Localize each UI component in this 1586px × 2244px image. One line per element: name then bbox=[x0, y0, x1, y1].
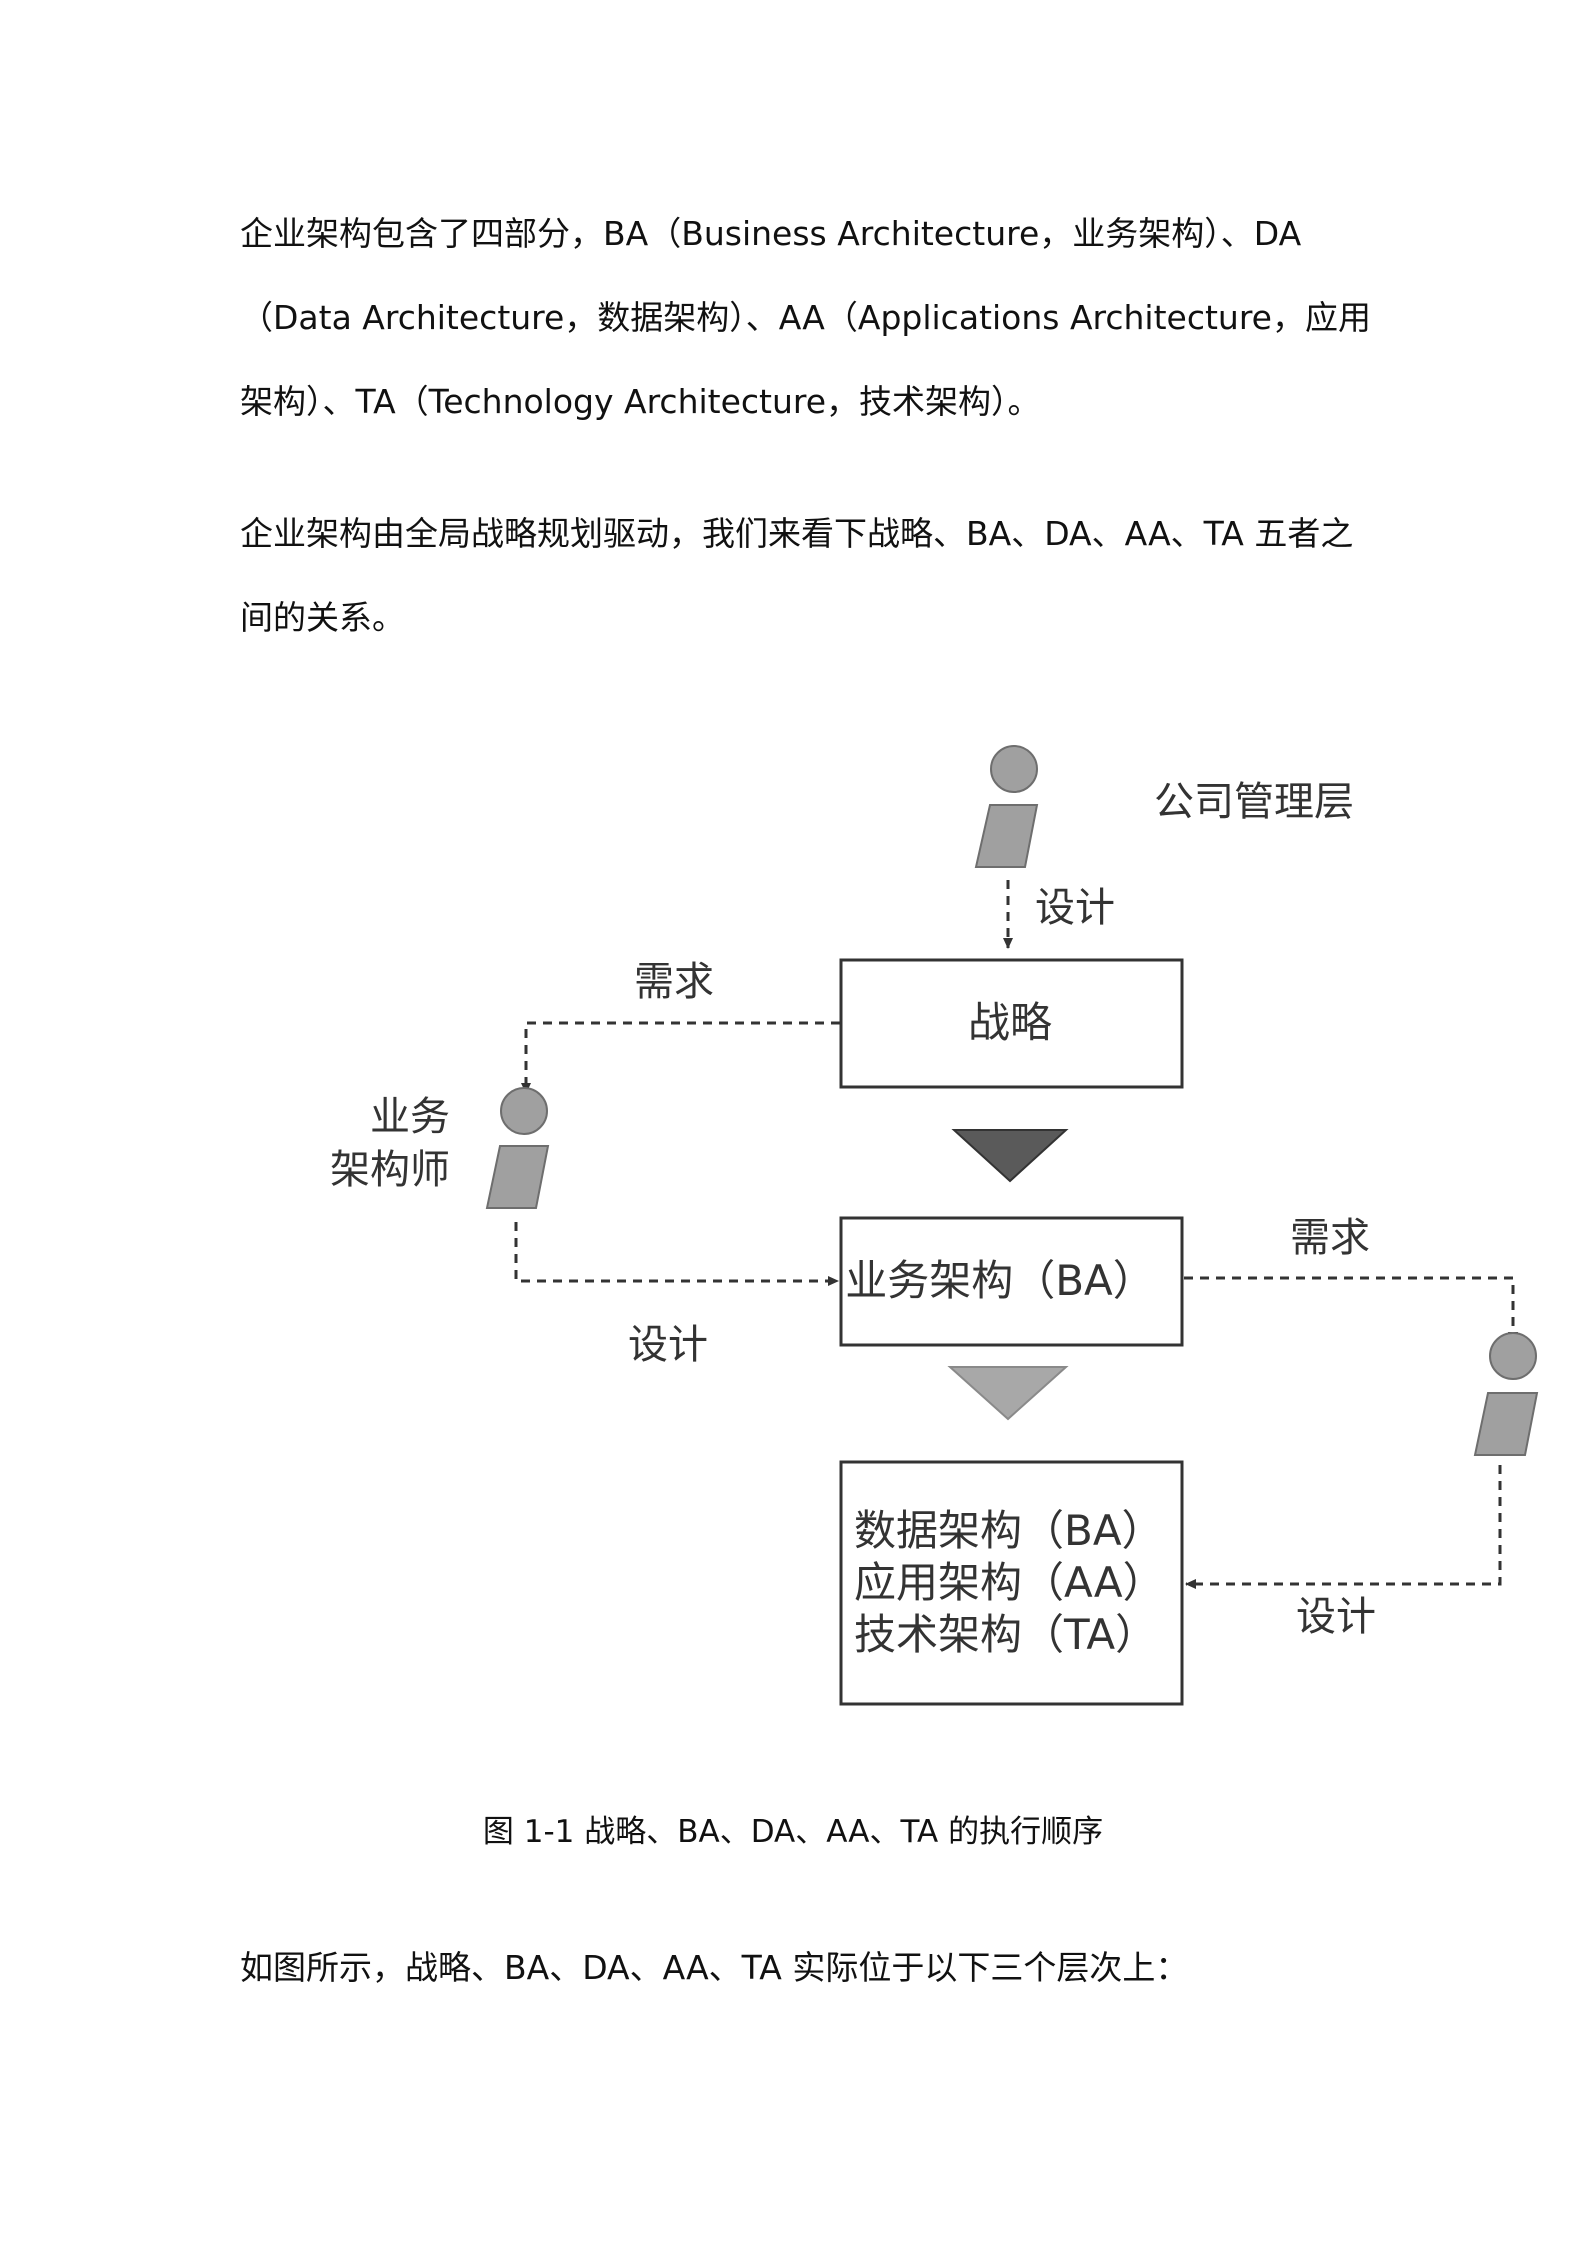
data-architecture-label: 数据架构（BA） bbox=[854, 1506, 1164, 1555]
business-architect-person-icon bbox=[485, 1087, 550, 1209]
design-label-right: 设计 bbox=[1296, 1594, 1376, 1640]
flow-triangle-light bbox=[947, 1366, 1069, 1421]
design-arrow-right bbox=[1185, 1465, 1502, 1589]
strategy-label: 战略 bbox=[968, 998, 1052, 1047]
business-architect-label-line2: 架构师 bbox=[330, 1147, 450, 1193]
strategy-box bbox=[839, 958, 1184, 1089]
demand-label-right: 需求 bbox=[1290, 1215, 1370, 1261]
relationship-paragraph: 企业架构由全局战略规划驱动，我们来看下战略、BA、DA、AA、TA 五者之间的关… bbox=[240, 514, 1354, 637]
design-label-left: 设计 bbox=[628, 1322, 708, 1368]
demand-arrow-right bbox=[1184, 1276, 1518, 1343]
layers-paragraph: 如图所示，战略、BA、DA、AA、TA 实际位于以下三个层次上： bbox=[240, 1948, 1189, 1987]
architecture-flow-diagram: 公司管理层 设计 战略 需求 业务 架构师 业务架构（BA） 设计 需求 数据架… bbox=[330, 745, 1539, 1706]
figure-caption: 图 1-1 战略、BA、DA、AA、TA 的执行顺序 bbox=[482, 1814, 1104, 1850]
flow-triangle-dark bbox=[951, 1129, 1069, 1183]
intro-paragraph: 企业架构包含了四部分，BA（Business Architecture，业务架构… bbox=[240, 214, 1371, 421]
design-label-top: 设计 bbox=[1035, 885, 1115, 931]
demand-arrow-left bbox=[521, 1021, 840, 1094]
design-arrow-left bbox=[514, 1222, 839, 1286]
management-person-icon bbox=[974, 745, 1039, 868]
data-application-technology-box bbox=[839, 1460, 1184, 1706]
business-architecture-label: 业务架构（BA） bbox=[845, 1256, 1155, 1305]
application-architecture-label: 应用架构（AA） bbox=[854, 1558, 1165, 1607]
business-architect-label-line1: 业务 bbox=[370, 1094, 450, 1140]
demand-label-left: 需求 bbox=[634, 959, 714, 1005]
business-architecture-box bbox=[839, 1216, 1184, 1347]
management-label: 公司管理层 bbox=[1154, 779, 1354, 825]
data-architect-person-icon bbox=[1473, 1332, 1539, 1456]
technology-architecture-label: 技术架构（TA） bbox=[854, 1610, 1157, 1659]
